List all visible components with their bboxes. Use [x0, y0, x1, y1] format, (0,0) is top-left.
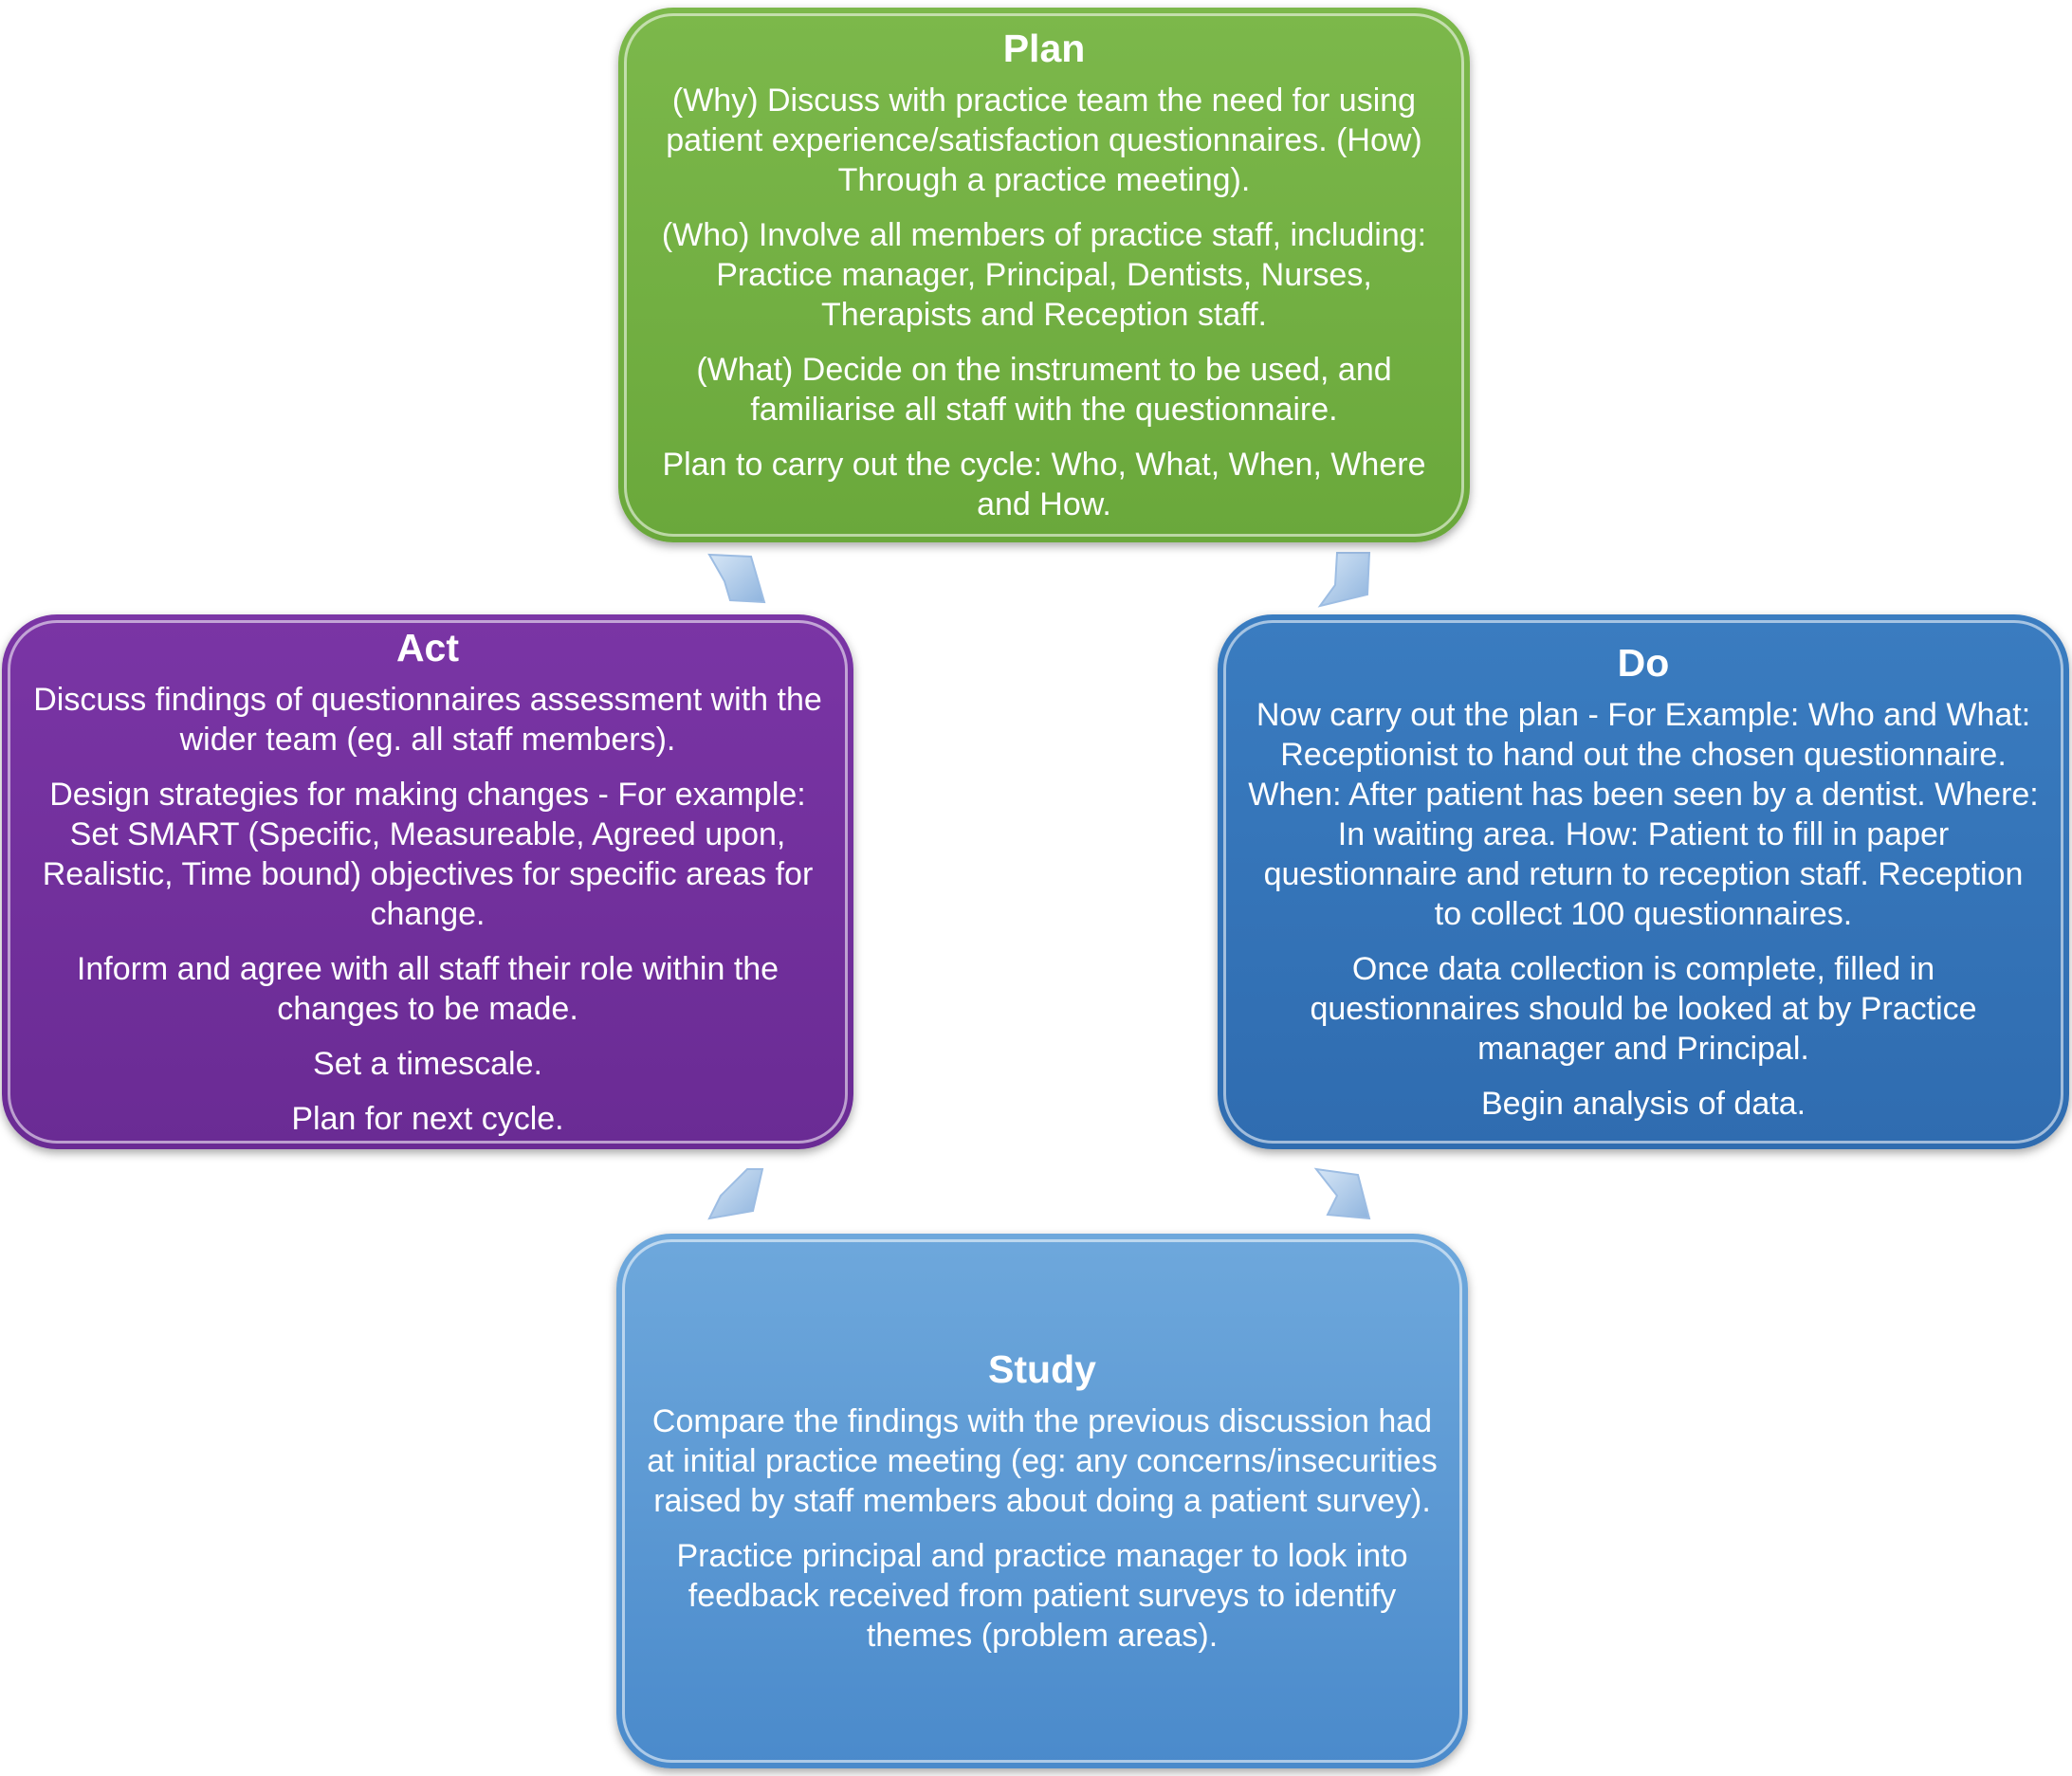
- do-paragraph: Now carry out the plan - For Example: Wh…: [1248, 697, 2039, 932]
- study-paragraph: Compare the findings with the previous d…: [647, 1403, 1438, 1519]
- do-paragraph: Once data collection is complete, filled…: [1310, 951, 1977, 1067]
- arrow-study-to-act: [707, 1168, 764, 1220]
- plan-box: Plan (Why) Discuss with practice team th…: [618, 8, 1470, 542]
- act-title: Act: [395, 626, 460, 669]
- act-box: Act Discuss findings of questionnaires a…: [2, 614, 853, 1149]
- plan-paragraph: (Why) Discuss with practice team the nee…: [666, 82, 1422, 198]
- study-box: Study Compare the findings with the prev…: [616, 1234, 1468, 1768]
- plan-title: Plan: [1002, 27, 1086, 70]
- study-title: Study: [988, 1347, 1096, 1391]
- plan-paragraph: (Who) Involve all members of practice st…: [661, 217, 1427, 333]
- act-paragraph: Set a timescale.: [313, 1046, 542, 1082]
- act-paragraph: Design strategies for making changes - F…: [42, 777, 814, 932]
- arrow-do-to-study: [1313, 1167, 1371, 1220]
- arrow-plan-to-do: [1317, 552, 1371, 608]
- act-paragraph: Discuss findings of questionnaires asses…: [33, 682, 822, 758]
- do-paragraph: Begin analysis of data.: [1480, 1086, 1806, 1122]
- act-paragraph: Plan for next cycle.: [291, 1101, 564, 1137]
- plan-paragraph: Plan to carry out the cycle: Who, What, …: [662, 447, 1426, 522]
- do-box: Do Now carry out the plan - For Example:…: [1218, 614, 2069, 1149]
- act-paragraph: Inform and agree with all staff their ro…: [76, 951, 779, 1027]
- study-paragraph: Practice principal and practice manager …: [676, 1538, 1408, 1654]
- arrow-act-to-plan: [707, 553, 766, 604]
- do-title: Do: [1617, 641, 1670, 685]
- plan-paragraph: (What) Decide on the instrument to be us…: [696, 352, 1392, 428]
